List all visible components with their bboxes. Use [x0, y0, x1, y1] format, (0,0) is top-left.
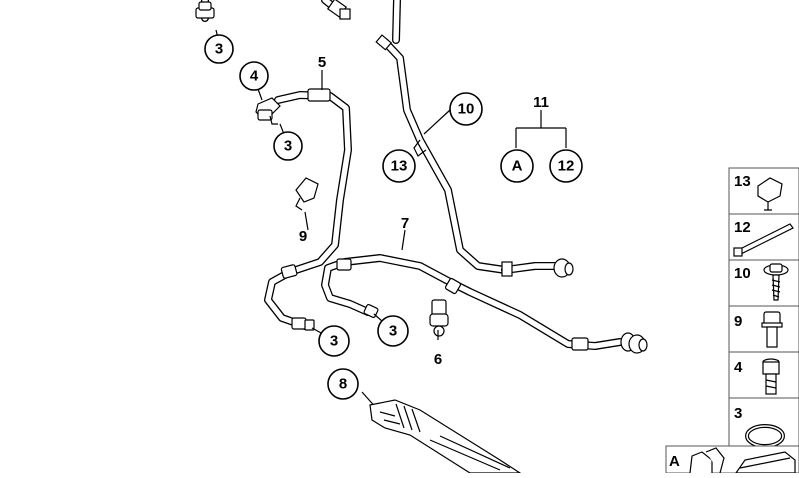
- svg-text:3: 3: [734, 405, 742, 422]
- svg-text:3: 3: [389, 323, 397, 340]
- callout-12: 12: [549, 149, 583, 183]
- legend-item-A: A: [665, 445, 799, 474]
- callout-A: A: [500, 149, 534, 183]
- legend-column: 13 12 10: [665, 167, 799, 474]
- plug-clip-icon: [757, 177, 783, 211]
- clip-part-9: [295, 177, 319, 211]
- legend-item-10: 10: [728, 259, 799, 307]
- svg-text:4: 4: [734, 359, 743, 376]
- svg-text:13: 13: [391, 158, 408, 175]
- hose-bundle-8: [361, 391, 523, 474]
- svg-text:3: 3: [215, 41, 223, 58]
- svg-text:10: 10: [458, 101, 475, 118]
- legend-item-4: 4: [728, 351, 799, 399]
- svg-text:12: 12: [734, 219, 751, 236]
- svg-text:12: 12: [558, 158, 575, 175]
- svg-text:A: A: [669, 453, 680, 470]
- cable-tie-icon: [733, 223, 794, 257]
- hose-clamp-icon: [689, 447, 796, 474]
- legend-item-13: 13: [728, 167, 799, 215]
- hex-bolt-icon: [761, 311, 783, 348]
- svg-text:A: A: [512, 158, 523, 175]
- hose-line-5: [255, 88, 352, 331]
- label-9: 9: [299, 228, 307, 245]
- hose-line-7: [321, 254, 648, 354]
- group-11-bracket: [515, 110, 567, 148]
- top-left-connector: [195, 0, 215, 22]
- hose-line-upper: [375, 0, 574, 278]
- socket-screw-icon: [762, 358, 780, 395]
- svg-text:13: 13: [734, 173, 751, 190]
- svg-text:3: 3: [284, 138, 292, 155]
- svg-text:9: 9: [734, 313, 742, 330]
- label-6: 6: [434, 351, 442, 368]
- legend-item-3: 3: [728, 397, 799, 448]
- callout-10: 10: [449, 92, 483, 126]
- top-mid-connector: [321, 0, 351, 20]
- svg-text:8: 8: [339, 376, 347, 393]
- svg-text:10: 10: [734, 265, 751, 282]
- callout-3-top: 3: [204, 34, 234, 64]
- svg-text:3: 3: [330, 333, 338, 350]
- callout-3-low-right: 3: [377, 315, 409, 347]
- svg-text:4: 4: [250, 68, 259, 85]
- label-5: 5: [318, 54, 326, 71]
- legend-item-9: 9: [728, 305, 799, 353]
- clip-part-6: [429, 299, 449, 337]
- callout-4: 4: [239, 61, 269, 91]
- screw-with-washer-icon: [763, 263, 789, 301]
- callout-8: 8: [327, 368, 359, 400]
- callout-13: 13: [382, 149, 416, 183]
- callout-3-low-left: 3: [318, 325, 350, 357]
- callout-3-mid: 3: [273, 131, 303, 161]
- legend-item-12: 12: [728, 213, 799, 261]
- label-7: 7: [401, 215, 409, 232]
- label-11: 11: [533, 94, 549, 111]
